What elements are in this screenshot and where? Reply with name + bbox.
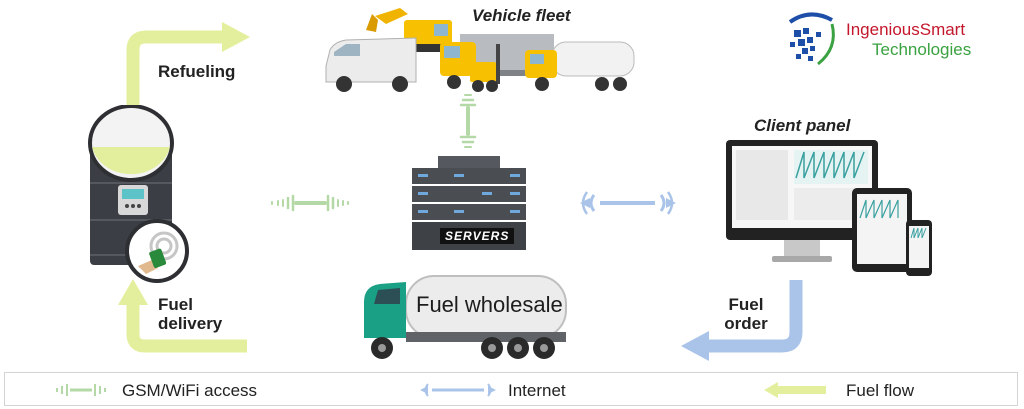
fuel-order-line1: Fuel (728, 295, 764, 314)
tanker-truck-icon (525, 41, 635, 91)
legend-fuel-flow-icon (764, 382, 826, 398)
fuel-wholesale-label: Fuel wholesale (416, 292, 563, 317)
servers-icon (412, 156, 526, 250)
forklift-icon (470, 44, 500, 92)
client-panel-label: Client panel (754, 116, 851, 135)
vehicle-fleet-image (325, 8, 635, 92)
vehicle-fleet-label: Vehicle fleet (472, 6, 571, 25)
internet-link (580, 191, 676, 215)
gsm-signal-left (271, 194, 349, 212)
rfid-card-icon (125, 219, 189, 283)
legend-internet-label: Internet (508, 381, 566, 400)
company-logo-icon (788, 12, 835, 66)
legend-gsm-icon (56, 384, 106, 396)
legend-bar (4, 372, 1018, 406)
legend-fuel-flow-label: Fuel flow (846, 381, 915, 400)
gsm-signal-vertical (459, 94, 477, 148)
fuel-order-label: Fuel order (722, 295, 770, 333)
fuel-delivery-line2: delivery (158, 314, 223, 333)
refueling-label: Refueling (158, 62, 236, 81)
legend-gsm-label: GSM/WiFi access (122, 381, 258, 400)
refueling-arrow (126, 22, 250, 108)
fuel-delivery-arrow (118, 279, 247, 353)
servers-label: SERVERS (440, 228, 515, 244)
logo-text-line2: Technologies (872, 40, 972, 59)
legend-internet-icon (420, 383, 496, 397)
fuel-order-line2: order (724, 314, 768, 333)
fuel-order-arrow (681, 280, 803, 361)
logo-text-line1: IngeniousSmart (846, 20, 966, 39)
fuel-delivery-label: Fuel delivery (158, 295, 222, 333)
client-panel-devices (726, 140, 932, 276)
yellow-truck-icon (440, 42, 476, 89)
fuel-delivery-line1: Fuel (158, 295, 193, 314)
fuel-truck-image (364, 275, 567, 359)
white-van-icon (325, 37, 417, 92)
